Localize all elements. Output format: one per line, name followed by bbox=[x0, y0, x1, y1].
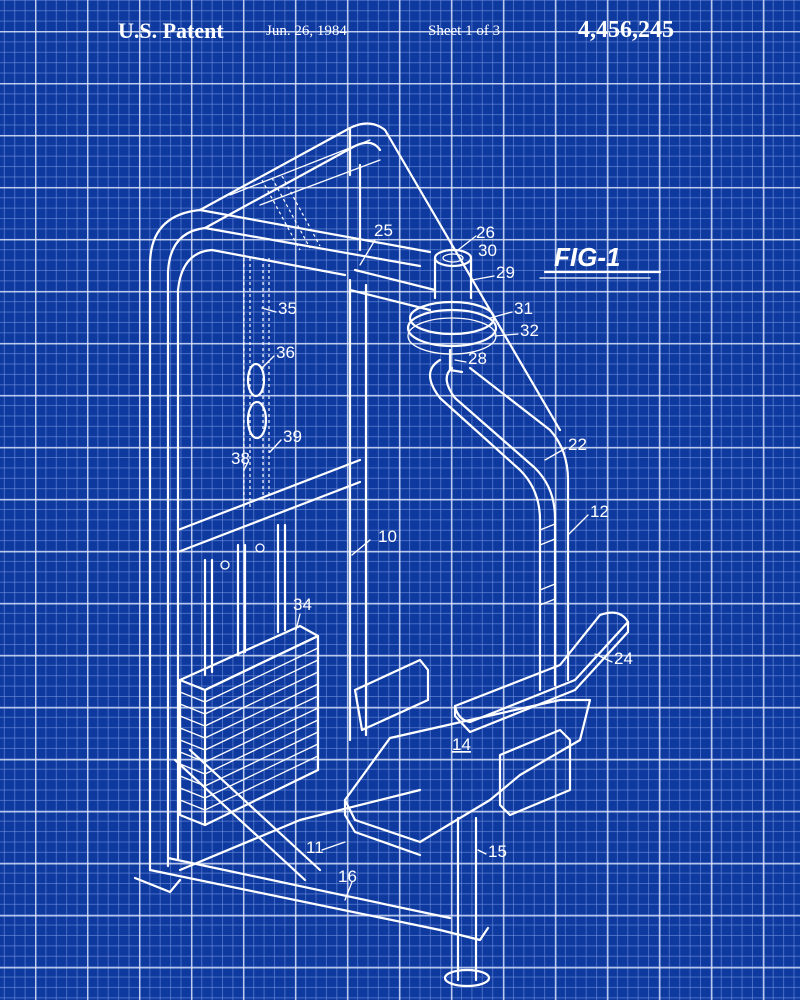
ref-26: 26 bbox=[476, 223, 495, 242]
patent-date: Jun. 26, 1984 bbox=[266, 23, 347, 39]
ref-34: 34 bbox=[293, 595, 312, 614]
ref-12: 12 bbox=[590, 502, 609, 521]
ref-16: 16 bbox=[338, 867, 357, 886]
patent-number: 4,456,245 bbox=[578, 17, 674, 43]
cables bbox=[243, 258, 270, 510]
ref-14: 14 bbox=[452, 735, 471, 754]
fig-1-label: FIG-1 bbox=[554, 242, 620, 272]
ref-25: 25 bbox=[374, 221, 393, 240]
ref-11: 11 bbox=[306, 838, 324, 857]
ref-30: 30 bbox=[478, 241, 497, 260]
figure-label: FIG-1 bbox=[539, 242, 662, 279]
leader-lines bbox=[243, 235, 613, 901]
ref-31: 31 bbox=[514, 299, 533, 318]
ref-29: 29 bbox=[496, 263, 515, 282]
patent-label: U.S. Patent bbox=[118, 18, 224, 43]
ref-28: 28 bbox=[468, 349, 487, 368]
ref-32: 32 bbox=[520, 321, 539, 340]
lever-arm bbox=[428, 358, 570, 692]
ref-38: 38 bbox=[231, 449, 250, 468]
ref-39: 39 bbox=[283, 427, 302, 446]
ref-35: 35 bbox=[278, 299, 297, 318]
ref-24: 24 bbox=[614, 649, 633, 668]
pivot-assembly bbox=[348, 248, 498, 374]
ref-15: 15 bbox=[488, 842, 507, 861]
patent-header: U.S. Patent Jun. 26, 1984 Sheet 1 of 3 4… bbox=[0, 10, 800, 50]
ref-22: 22 bbox=[568, 435, 587, 454]
ref-36: 36 bbox=[276, 343, 295, 362]
seat-and-pads bbox=[343, 611, 630, 988]
ref-10: 10 bbox=[378, 527, 397, 546]
weight-stack bbox=[178, 523, 320, 827]
sheet-indicator: Sheet 1 of 3 bbox=[428, 23, 501, 39]
reference-numerals: 10 11 12 14 15 16 22 24 25 26 28 29 30 3… bbox=[231, 221, 633, 886]
